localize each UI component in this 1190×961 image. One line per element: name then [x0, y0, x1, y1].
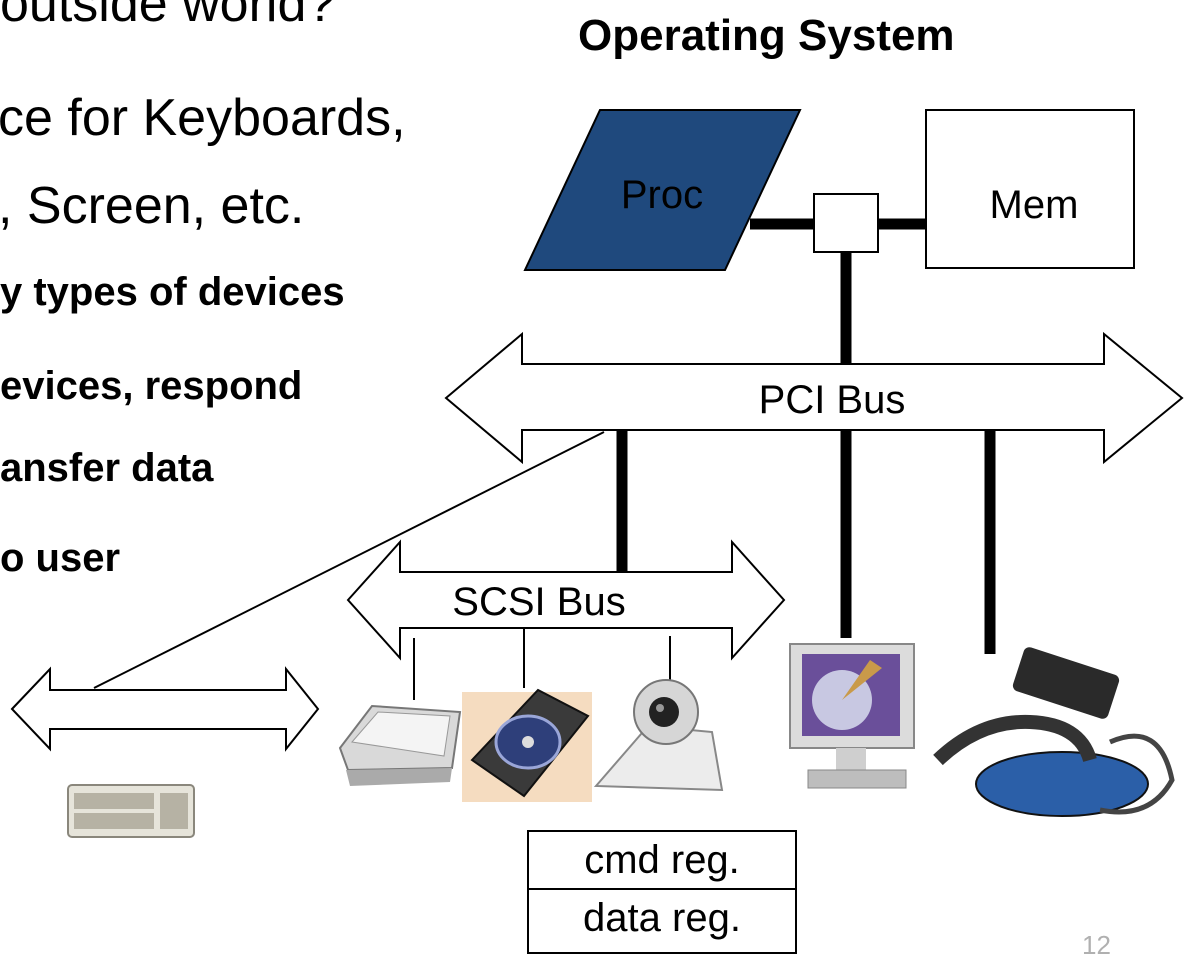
scsi-bus-arrow	[346, 539, 786, 661]
bullet-line-2: ce for Keyboards,	[0, 89, 406, 147]
keyboard-icon	[67, 784, 195, 838]
monitor-icon	[789, 643, 915, 789]
webcam-icon	[593, 679, 724, 792]
headset-icon	[933, 647, 1175, 817]
pci-bus-arrow	[444, 331, 1184, 465]
pci-to-keyboard-line	[93, 431, 605, 689]
diagram-title: Operating System	[578, 11, 955, 60]
bullet-line-3: , Screen, etc.	[0, 177, 305, 235]
bullet-line-5: evices, respond	[0, 364, 303, 408]
bullet-line-7: o user	[0, 536, 121, 580]
bullet-line-1: outside world?	[0, 0, 336, 33]
data-register: data reg.	[527, 888, 797, 954]
scsi-bus-label: SCSI Bus	[452, 580, 625, 624]
scanner-icon	[338, 704, 462, 786]
bullet-line-6: ansfer data	[0, 446, 214, 490]
page-number: 12	[1082, 930, 1111, 960]
bullet-line-4: y types of devices	[0, 270, 345, 314]
keyboard-bus-arrow	[10, 666, 320, 752]
processor-label: Proc	[621, 173, 703, 217]
pci-bus-label: PCI Bus	[759, 378, 906, 422]
processor-shape	[523, 109, 802, 271]
bridge-box	[813, 193, 879, 253]
memory-box	[925, 109, 1135, 269]
memory-label: Mem	[990, 183, 1079, 227]
command-register: cmd reg.	[527, 830, 797, 890]
hard-disk-icon	[462, 688, 592, 802]
